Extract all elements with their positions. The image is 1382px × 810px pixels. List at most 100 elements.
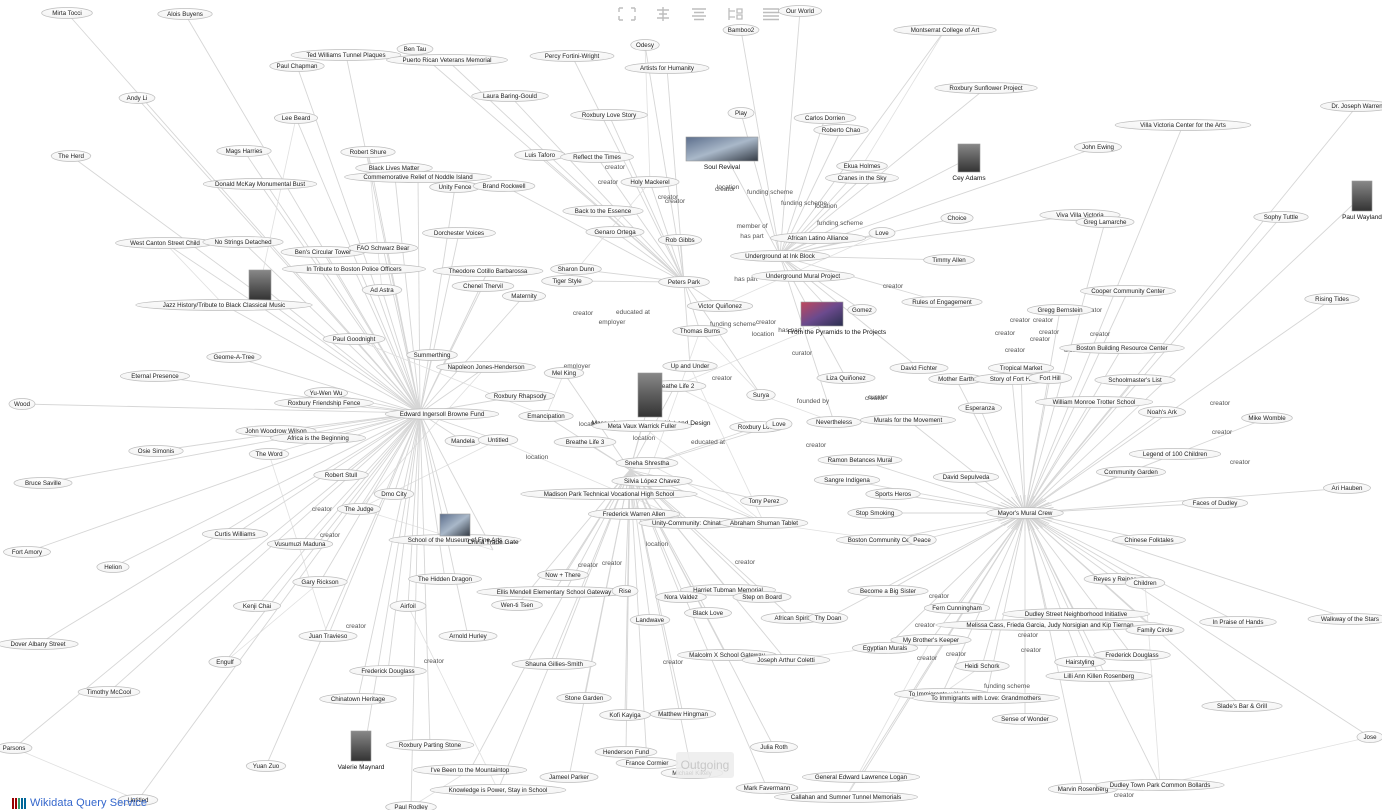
graph-node[interactable]: Untitled (117, 794, 159, 806)
graph-node[interactable]: Percy Fortini-Wright (529, 50, 615, 62)
graph-node[interactable]: Faces of Dudley (1181, 497, 1249, 509)
graph-node[interactable]: Gomez (847, 304, 877, 316)
graph-node[interactable]: Edward Ingersoll Browne Fund (384, 408, 500, 420)
layout-tree-button[interactable] (724, 5, 746, 23)
graph-node[interactable]: Egyptian Murals (851, 642, 919, 654)
graph-node[interactable]: Gregg Bernstein (1026, 304, 1094, 316)
graph-node[interactable]: Montserrat College of Art (893, 24, 997, 36)
graph-node[interactable]: Genaro Ortega (585, 226, 645, 238)
graph-node[interactable]: Sense of Wonder (991, 713, 1059, 725)
graph-node[interactable]: Mirta Tocci (41, 7, 93, 19)
graph-node[interactable]: Meta Vaux Warrick Fuller (592, 420, 692, 432)
graph-node[interactable]: Emancipation (518, 410, 574, 422)
graph-node[interactable]: Callahan and Sumner Tunnel Memorials (774, 791, 918, 803)
layout-list-button[interactable] (760, 5, 782, 23)
graph-node[interactable]: Stop Smoking (847, 507, 903, 519)
graph-node[interactable]: John Ewing (1074, 141, 1122, 153)
graph-node[interactable]: Wood (8, 398, 36, 410)
graph-node[interactable]: Mark Favermann (735, 782, 799, 794)
graph-node[interactable]: Helion (96, 561, 130, 573)
graph-node[interactable]: Now + There (537, 569, 589, 581)
layout-vertical-button[interactable] (652, 5, 674, 23)
graph-node[interactable]: No Strings Detached (202, 236, 284, 248)
graph-node[interactable]: Africa is the Beginning (270, 432, 366, 444)
graph-node[interactable]: The Judge (337, 503, 382, 515)
graph-node[interactable]: Family Circle (1125, 624, 1185, 636)
graph-node[interactable]: Jameel Parker (539, 771, 599, 783)
graph-node[interactable]: Chinatown Heritage (319, 693, 397, 705)
graph-node[interactable]: Heidi Schork (954, 660, 1010, 672)
graph-node[interactable]: Roxbury Parting Stone (385, 739, 475, 751)
graph-node[interactable]: Osie Simonis (128, 445, 184, 457)
graph-node[interactable]: Artists for Humanity (624, 62, 710, 74)
graph-node[interactable]: Joseph Arthur Coletti (741, 654, 831, 666)
graph-node[interactable]: Greg Lamarche (1075, 216, 1135, 228)
graph-node[interactable]: Breathe Life 3 (553, 436, 617, 448)
expand-button[interactable] (616, 5, 638, 23)
graph-node[interactable]: Hairstyling (1054, 656, 1106, 668)
graph-node[interactable]: Curtis Williams (201, 528, 269, 540)
graph-node[interactable]: Up and Under (662, 360, 718, 372)
graph-node[interactable]: Arnold Hurley (438, 630, 498, 642)
graph-node[interactable]: Brand Rockwell (472, 180, 536, 192)
graph-node[interactable]: Rob Gibbs (657, 234, 702, 246)
graph-node[interactable]: Ted Williams Tunnel Plaques (290, 49, 402, 61)
graph-node[interactable]: Soul Revival (685, 136, 759, 171)
graph-node[interactable]: Holy Mackerel (620, 176, 680, 188)
graph-node[interactable]: Gary Rickson (292, 576, 348, 588)
graph-node[interactable]: Mags Harries (216, 145, 272, 157)
graph-node[interactable]: China Trade Gate (439, 513, 519, 546)
graph-node[interactable]: Frederick Warren Allen (587, 508, 681, 520)
graph-node[interactable]: David Sepulveda (932, 471, 1000, 483)
graph-node[interactable]: France Cormier (615, 757, 679, 769)
graph-node[interactable]: Donald McKay Monumental Bust (202, 178, 318, 190)
graph-node[interactable]: Henderson Fund (594, 746, 658, 758)
graph-node[interactable]: Abraham Shuman Tablet (719, 517, 809, 529)
graph-node[interactable]: Legend of 100 Children (1128, 448, 1222, 460)
graph-node[interactable]: Roxbury Friendship Fence (274, 397, 374, 409)
graph-node[interactable]: Julia Roth (750, 741, 798, 753)
graph-node[interactable]: Parsons (0, 742, 33, 754)
graph-node[interactable]: From the Pyramids to the Projects (788, 301, 887, 336)
graph-node[interactable]: Ramon Betances Mural (817, 454, 903, 466)
wikidata-brand[interactable]: Wikidata Query Service (0, 796, 147, 810)
graph-node[interactable]: School of the Museum of Fine Arts (388, 534, 522, 546)
graph-node[interactable]: Rules of Engagement (901, 296, 983, 308)
graph-node[interactable]: Mayor's Mural Crew (986, 507, 1064, 519)
graph-node[interactable]: Ellis Mendell Elementary School Gateway (476, 586, 632, 598)
graph-node[interactable]: Slade's Bar & Grill (1201, 700, 1283, 712)
graph-node[interactable]: The Hidden Dragon (408, 573, 482, 585)
graph-node[interactable]: Juan Travieso (298, 630, 358, 642)
graph-node[interactable]: Back to the Essence (562, 205, 644, 217)
graph-node[interactable]: Dudley Street Neighborhood Initiative (1002, 608, 1150, 620)
graph-node[interactable]: William Monroe Trotter School (1034, 396, 1153, 408)
graph-node[interactable]: Massachusetts College of Art and Design (592, 372, 711, 427)
graph-node[interactable]: Ekua Holmes (836, 160, 888, 172)
graph-node[interactable]: Tropical Market (987, 362, 1055, 374)
graph-node[interactable]: Paul Rodley (385, 801, 437, 810)
graph-node[interactable]: General Edward Lawrence Logan (801, 771, 920, 783)
graph-node[interactable]: West Canton Street Child (115, 237, 215, 249)
graph-node[interactable]: Robert Shure (340, 146, 396, 158)
graph-node[interactable]: To Immigrants with Love: Grandmothers (912, 692, 1060, 704)
graph-node[interactable]: Surya (746, 389, 776, 401)
graph-node[interactable]: Roxbury Rhapsody (485, 390, 555, 402)
graph-node[interactable]: Paul Wayland (1342, 180, 1382, 221)
graph-node[interactable]: Madison Park Technical Vocational High S… (520, 488, 698, 500)
graph-node[interactable]: Mel King (543, 367, 585, 379)
graph-node[interactable]: Paul Chapman (269, 60, 325, 72)
graph-node[interactable]: Napoleon Jones-Henderson (436, 361, 536, 373)
graph-node[interactable]: Boston Building Resource Center (1059, 342, 1185, 354)
graph-node[interactable]: Esperanza (957, 402, 1002, 414)
graph-node[interactable]: Bruce Saville (13, 477, 73, 489)
graph-node[interactable]: My Brother's Keeper (890, 634, 972, 646)
graph-node[interactable]: Geome-A-Tree (206, 351, 262, 363)
graph-node[interactable]: Dover Albany Street (0, 638, 79, 650)
graph-node[interactable]: Step on Board (732, 591, 792, 603)
graph-node[interactable]: Love (868, 227, 896, 239)
graph-node[interactable]: I've Been to the Mountaintop (412, 764, 528, 776)
graph-node[interactable]: Ad Astra (361, 284, 403, 296)
graph-node[interactable]: Peters Park (658, 276, 710, 288)
graph-node[interactable]: Children (1124, 577, 1166, 589)
graph-node[interactable]: Unity Fence (429, 181, 481, 193)
